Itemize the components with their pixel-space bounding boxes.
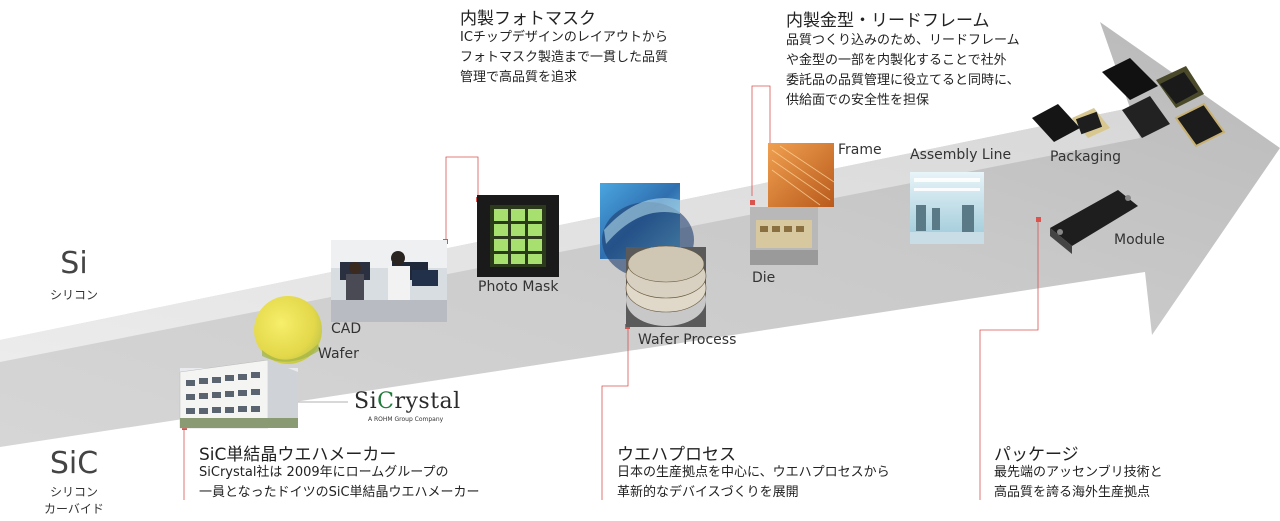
sic-subtitle: シリコン カーバイド <box>44 485 104 516</box>
package-heading: パッケージ <box>994 445 1079 465</box>
wafer-process-body: 日本の生産拠点を中心に、ウエハプロセスから 革新的なデバイスづくりを展開 <box>617 465 890 500</box>
die-photo <box>750 207 818 265</box>
logo-c: C <box>377 389 395 414</box>
wafer-photo <box>254 296 322 364</box>
leadframe-heading: 内製金型・リードフレーム <box>786 11 990 31</box>
label-cad: CAD <box>331 321 362 337</box>
packaging-chips-photo <box>1032 58 1226 148</box>
connector-waferprocess <box>601 328 629 500</box>
logo-rystal: rystal <box>394 389 461 414</box>
sic-wafer-body: SiCrystal社は 2009年にロームグループの 一員となったドイツのSiC… <box>199 465 480 500</box>
si-subtitle: シリコン <box>49 288 98 302</box>
sicrystal-tagline: A ROHM Group Company <box>368 416 444 423</box>
connector-photomask <box>445 156 479 242</box>
sic-wafer-heading: SiC単結晶ウエハメーカー <box>199 445 397 465</box>
label-assembly-line: Assembly Line <box>910 147 1012 163</box>
package-body: 最先端のアッセンブリ技術と 高品質を誇る海外生産拠点 <box>994 465 1163 500</box>
photomask-body: ICチップデザインのレイアウトから フォトマスク製造まで一貫した品質 管理で高品… <box>460 30 669 85</box>
label-module: Module <box>1114 232 1165 248</box>
label-wafer-process: Wafer Process <box>638 332 737 348</box>
wafer-process-photo <box>625 245 707 327</box>
cad-office-photo <box>331 240 447 322</box>
photomask-heading: 内製フォトマスク <box>460 9 596 29</box>
leadframe-body: 品質つくり込みのため、リードフレーム や金型の一部を内製化することで社外 委託品… <box>786 33 1020 108</box>
label-packaging: Packaging <box>1050 149 1122 165</box>
label-die: Die <box>752 270 776 286</box>
connector-lines <box>183 85 1039 500</box>
label-wafer: Wafer <box>318 346 359 362</box>
sicrystal-logo: SiCrystal <box>354 389 461 414</box>
connector-leadframe <box>751 85 771 196</box>
power-module-photo <box>1050 190 1138 254</box>
connector-package <box>979 220 1039 500</box>
wafer-process-heading: ウエハプロセス <box>617 445 736 465</box>
logo-si: Si <box>354 389 378 414</box>
photo-mask-photo <box>477 195 559 277</box>
si-title: Si <box>60 246 88 281</box>
label-frame: Frame <box>838 142 882 158</box>
label-photo-mask: Photo Mask <box>478 279 559 295</box>
factory-building-photo <box>179 359 298 429</box>
sic-title: SiC <box>49 446 99 481</box>
lead-frame-photo <box>768 143 835 207</box>
assembly-line-photo <box>910 172 984 244</box>
